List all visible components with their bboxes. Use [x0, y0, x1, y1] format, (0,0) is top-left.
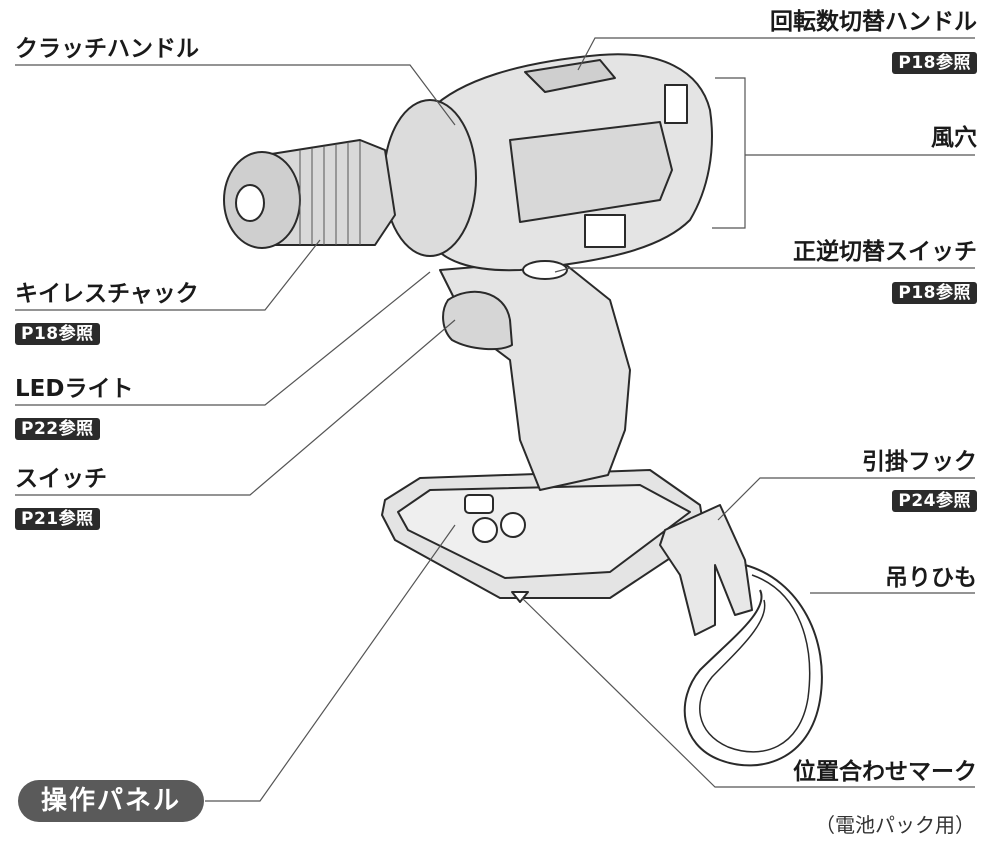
operation-panel-badge: 操作パネル	[18, 780, 204, 822]
leader-clutch	[15, 64, 456, 126]
direction-switch	[522, 260, 568, 280]
trigger	[442, 290, 513, 351]
ref-keyless-chuck: P18参照	[15, 323, 100, 345]
panel-button	[500, 512, 526, 538]
leader-panel	[205, 524, 456, 802]
hook	[659, 504, 753, 636]
strap	[683, 564, 823, 767]
strap-inner	[699, 574, 811, 753]
vent-slot	[664, 84, 688, 124]
leader-vents-bracket	[712, 77, 746, 229]
panel-button	[464, 494, 494, 514]
ref-switch: P21参照	[15, 508, 100, 530]
leader-direction	[554, 267, 975, 273]
leader-led	[15, 271, 431, 406]
leader-hook	[717, 477, 975, 521]
label-speed-handle: 回転数切替ハンドル	[770, 9, 977, 35]
chuck-hole	[235, 184, 265, 222]
label-led-light: LEDライト	[15, 376, 134, 402]
label-keyless-chuck: キイレスチャック	[15, 281, 199, 307]
ref-direction-switch: P18参照	[892, 282, 977, 304]
housing-panel	[509, 121, 673, 223]
battery-note: （電池パック用）	[815, 813, 975, 837]
leader-switch	[15, 319, 456, 496]
leader-speed	[577, 37, 975, 71]
alignment-mark	[511, 591, 529, 603]
label-vents: 風穴	[931, 125, 977, 151]
label-alignment-mark: 位置合わせマーク	[793, 759, 977, 785]
leader-chuck	[15, 239, 321, 311]
label-switch: スイッチ	[15, 466, 107, 492]
leader-alignment	[521, 597, 975, 788]
clutch-ring	[383, 99, 477, 257]
speed-handle	[524, 59, 616, 93]
ref-hook: P24参照	[892, 490, 977, 512]
panel-button	[472, 517, 498, 543]
label-hook: 引掛フック	[862, 449, 977, 475]
label-clutch-handle: クラッチハンドル	[15, 36, 199, 62]
label-strap: 吊りひも	[885, 565, 977, 591]
label-direction-switch: 正逆切替スイッチ	[793, 239, 977, 265]
ref-led-light: P22参照	[15, 418, 100, 440]
ref-speed-handle: P18参照	[892, 52, 977, 74]
vent-slot	[584, 214, 626, 248]
